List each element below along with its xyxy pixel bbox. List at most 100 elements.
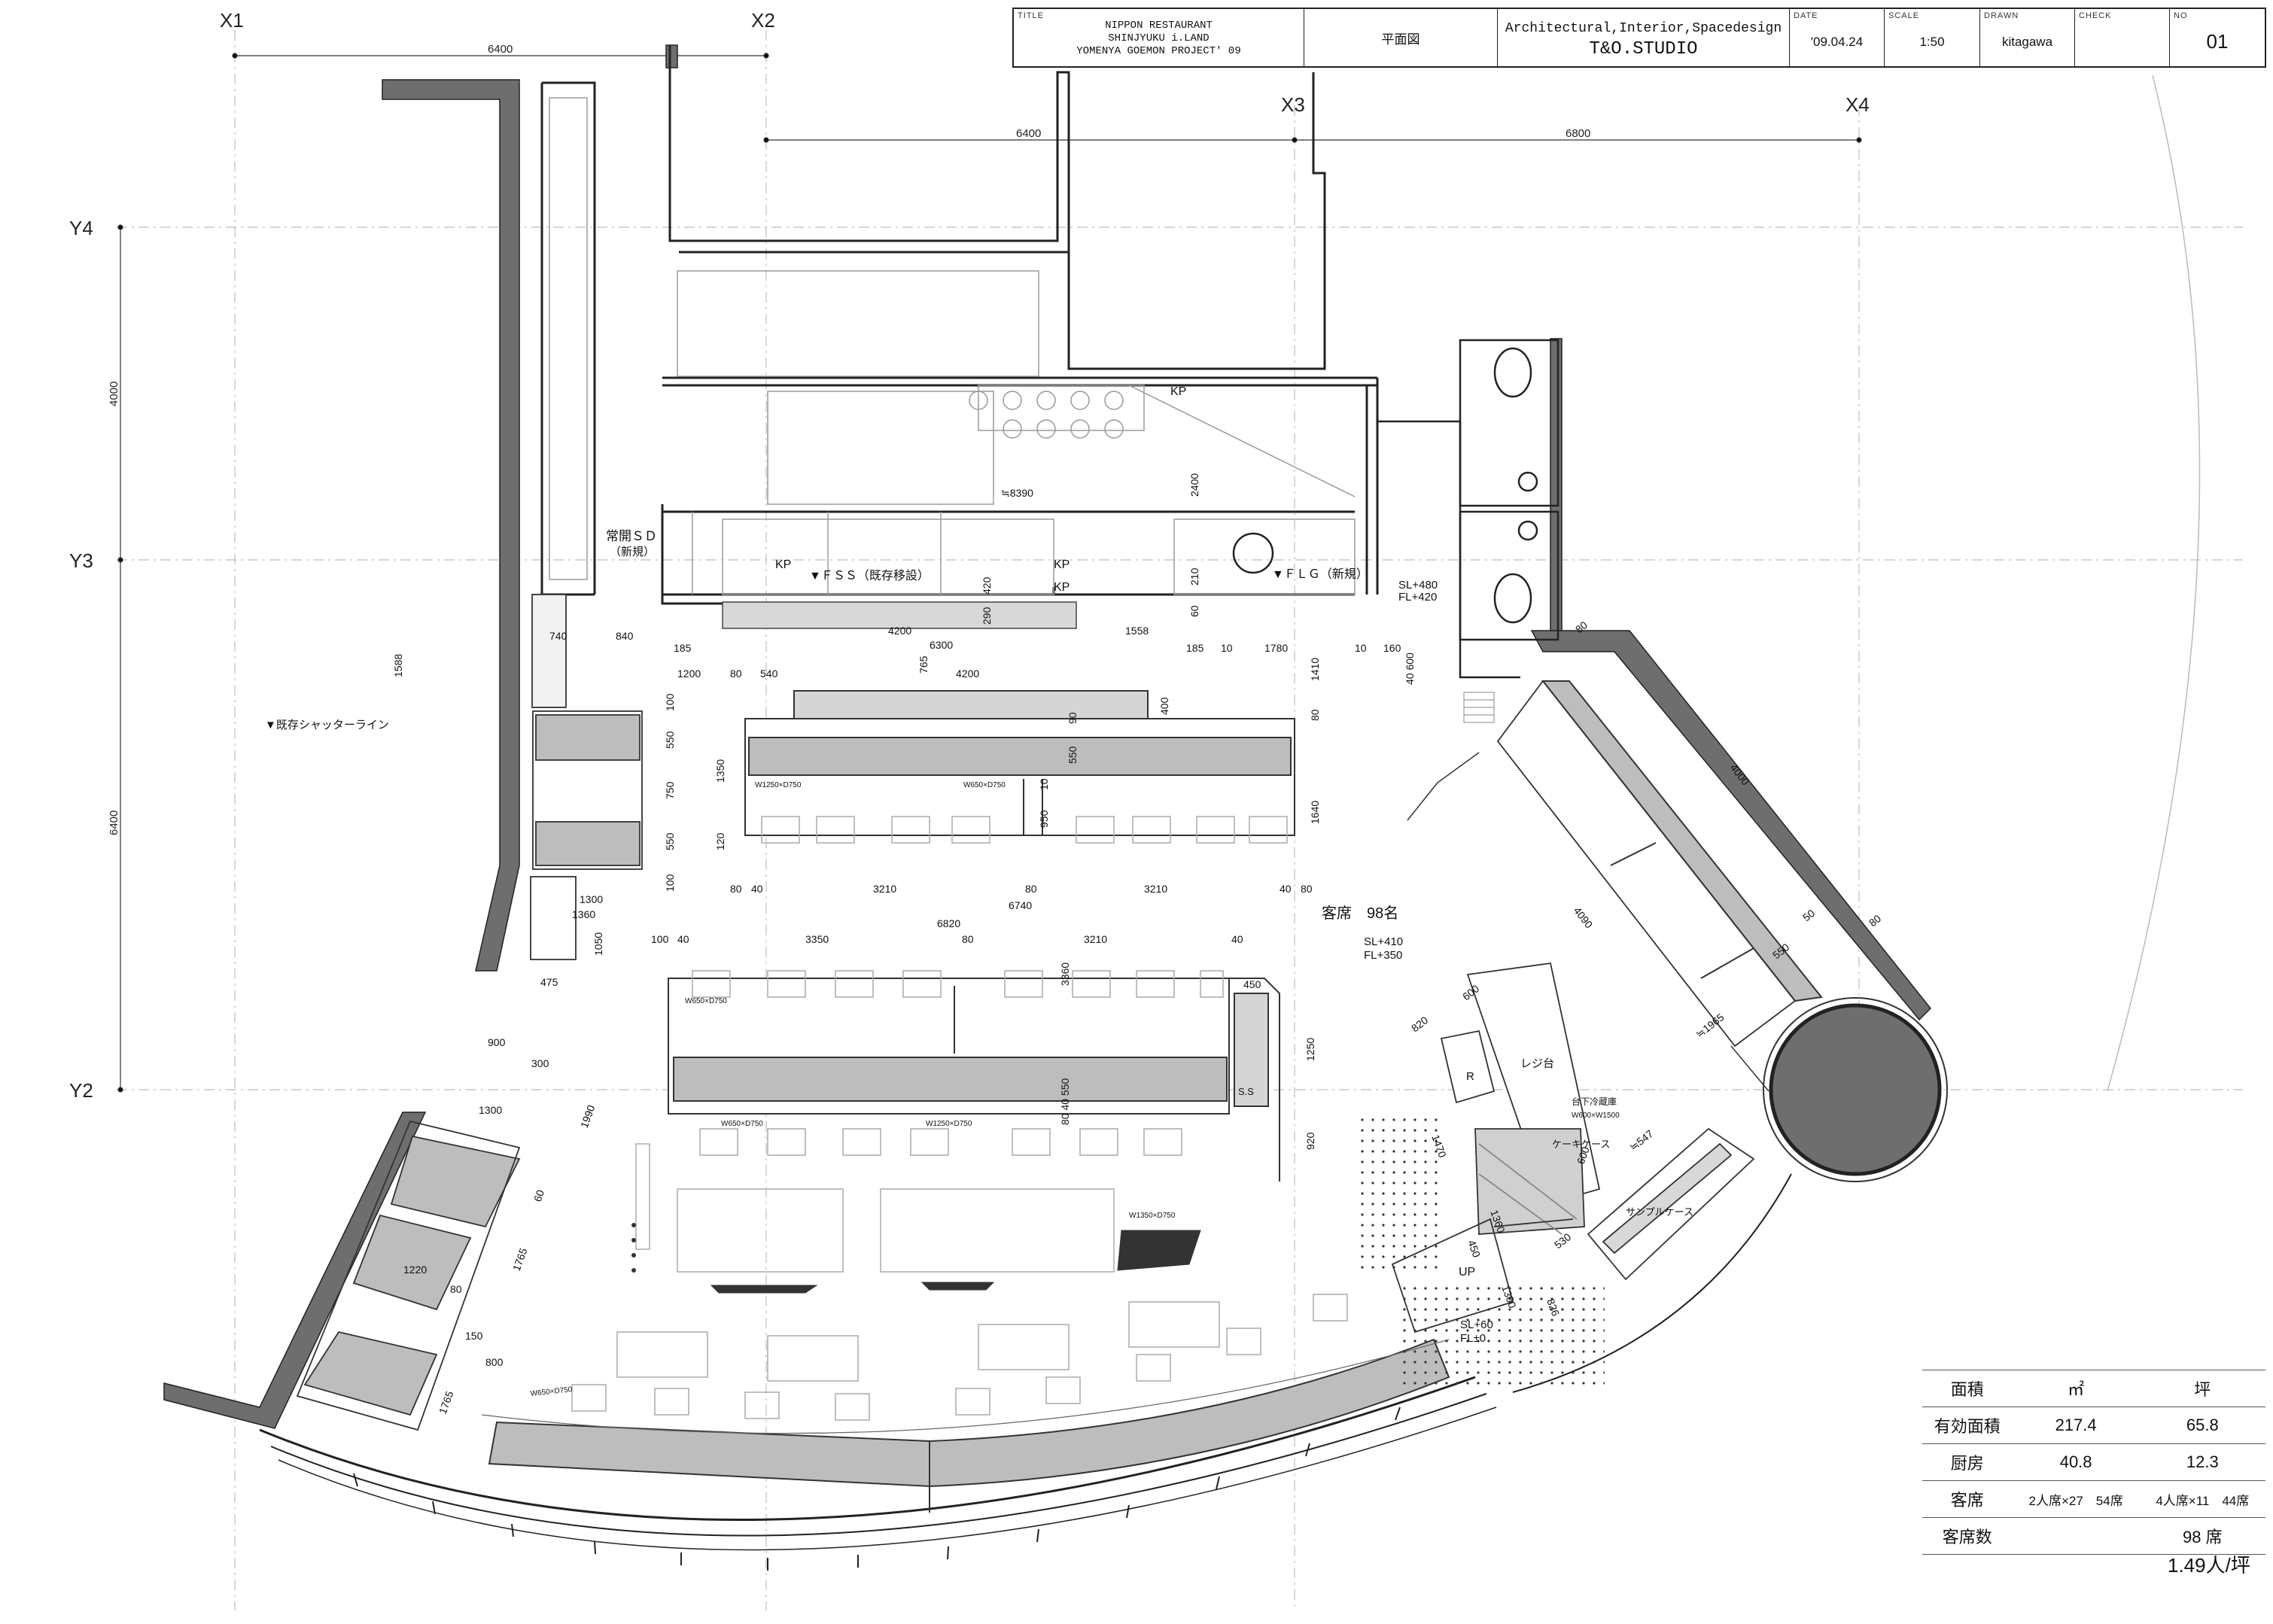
dim-1300a: 1300 — [580, 893, 603, 905]
upper-bench-table — [744, 690, 1295, 836]
drawing-name-cell: 平面図 — [1304, 9, 1498, 66]
date-cell: DATE '09.04.24 — [1790, 9, 1885, 66]
dim-550d: 80 40 550 — [1059, 1078, 1071, 1125]
table-row: 客席 2人席×27 54席 4人席×11 44席 — [1922, 1480, 2265, 1518]
dim-60b: 60 — [531, 1188, 546, 1203]
dim-2400: 2400 — [1188, 473, 1200, 497]
middle-chairs — [635, 970, 1224, 1273]
area-cell: 4人席×11 44席 — [2139, 1480, 2265, 1518]
area-cell: 厨房 — [1922, 1443, 2013, 1481]
dim-80g: 80 — [450, 1283, 462, 1295]
area-cell — [2012, 1517, 2140, 1555]
dim-8390: ≒8390 — [1001, 487, 1033, 499]
dim-800: 800 — [485, 1356, 504, 1368]
dim-80i: 80 — [1867, 912, 1883, 929]
dim-10a: 10 — [1221, 642, 1233, 654]
dim-40b: 40 — [1280, 883, 1292, 895]
dim-840: 840 — [616, 630, 634, 642]
label-table-5: W1250×D750 — [926, 1120, 972, 1128]
label-sample: サンプルケース — [1626, 1206, 1693, 1218]
dim-826: 826 — [1544, 1297, 1562, 1318]
area-cell: 客席 — [1922, 1480, 2013, 1518]
dim-550b: 550 — [664, 832, 676, 850]
kitchen-equipment — [549, 97, 1356, 595]
dim-900a: 900 — [488, 1036, 506, 1048]
dim-550c: 550 — [1067, 746, 1079, 764]
facade-mullions — [353, 1407, 1401, 1571]
sheet-number: 01 — [2206, 30, 2229, 53]
dim-475: 475 — [540, 976, 558, 988]
dim-90: 90 — [1067, 712, 1079, 724]
dim-40a: 40 — [751, 883, 763, 895]
dim-3210a: 3210 — [873, 883, 896, 895]
area-cell: 12.3 — [2139, 1443, 2265, 1481]
dim-4200a: 4200 — [888, 625, 911, 637]
label-fl420: FL+420 — [1398, 591, 1437, 604]
grid-x1: X1 — [220, 9, 244, 32]
studio-name: T&O.STUDIO — [1589, 39, 1698, 59]
dim-1300b: 1300 — [479, 1104, 502, 1116]
dim-1350: 1350 — [714, 759, 726, 783]
dim-740: 740 — [549, 630, 567, 642]
label-door-sub: （新規） — [610, 546, 655, 558]
dim-3210c: 3210 — [1084, 933, 1107, 945]
table-row: 客席数 98 席 — [1922, 1517, 2265, 1555]
dim-80f: 80 — [962, 933, 974, 945]
dim-120: 120 — [714, 832, 726, 850]
building-walls — [163, 44, 1932, 1429]
studio-cell: Architectural,Interior,Spacedesign T&O.S… — [1498, 9, 1790, 66]
dim-1558: 1558 — [1125, 625, 1149, 637]
area-cell: 有効面積 — [1922, 1407, 2013, 1444]
dim-600b: 600 — [1575, 1145, 1592, 1166]
dim-6300: 6300 — [930, 639, 953, 651]
dim-1220: 1220 — [403, 1264, 427, 1276]
area-cell: 客席数 — [1922, 1517, 2013, 1555]
label-up: UP — [1459, 1266, 1475, 1279]
dim-765: 765 — [917, 655, 930, 674]
upper-chairs — [761, 816, 1288, 844]
table-row: 有効面積 217.4 65.8 — [1922, 1407, 2265, 1444]
drawn-cell: DRAWN kitagawa — [1980, 9, 2075, 66]
dim-1780: 1780 — [1264, 642, 1288, 654]
area-cell: 98 席 — [2139, 1517, 2265, 1555]
structural-column — [1769, 1003, 1942, 1176]
label-door: 常開ＳＤ — [606, 529, 657, 543]
dim-160: 160 — [1383, 642, 1401, 654]
register-area — [1355, 962, 1755, 1392]
grid-y3: Y3 — [69, 549, 93, 572]
dim-10c: 10 — [1038, 778, 1050, 790]
dim-1588: 1588 — [392, 654, 404, 677]
grid-x4: X4 — [1845, 93, 1870, 116]
label-fl0: FL±0 — [1460, 1332, 1486, 1345]
label-kp-2: KP — [775, 558, 791, 571]
dim-1640: 1640 — [1309, 801, 1321, 824]
drawing-name: 平面図 — [1381, 32, 1420, 47]
dim-3350: 3350 — [805, 933, 829, 945]
area-table: 面積 ㎡ 坪 有効面積 217.4 65.8 厨房 40.8 12.3 客席 2… — [1922, 1370, 2265, 1555]
project-line-2: SHINJYUKU i.LAND — [1108, 32, 1210, 44]
label-flg: ▼ＦＬＧ（新規） — [1272, 567, 1368, 581]
dim-100c: 100 — [651, 933, 669, 945]
plan-labels: KP KP KP KP 常開ＳＤ （新規） ▼ＦＳＳ（既存移設） ▼ＦＬＧ（新規… — [265, 385, 1693, 1398]
dim-950: 950 — [1038, 810, 1050, 828]
dim-80d: 80 — [1025, 883, 1037, 895]
label-table-2: W650×D750 — [963, 781, 1006, 789]
dim-1765a: 1765 — [510, 1246, 530, 1273]
label-register: レジ台 — [1520, 1057, 1554, 1070]
label-sl410: SL+410 — [1364, 935, 1403, 948]
dim-1410: 1410 — [1309, 658, 1321, 681]
dim-y3-y2: 6400 — [108, 810, 120, 835]
restrooms — [1232, 339, 1559, 679]
dim-290: 290 — [981, 607, 993, 625]
dim-530: 530 — [1552, 1230, 1573, 1251]
dim-60: 60 — [1188, 605, 1200, 617]
dim-4090: 4090 — [1572, 905, 1596, 931]
scale-value: 1:50 — [1919, 35, 1945, 49]
label-fridge: 台下冷蔵庫 — [1572, 1096, 1617, 1107]
label-table-6: W1350×D750 — [1129, 1212, 1176, 1220]
label-seats: 客席 98名 — [1322, 905, 1398, 922]
grid-y4: Y4 — [69, 217, 93, 239]
dim-80e: 80 — [1301, 883, 1313, 895]
dim-920: 920 — [1304, 1132, 1316, 1150]
dim-x3-x4: 6800 — [1566, 127, 1590, 140]
